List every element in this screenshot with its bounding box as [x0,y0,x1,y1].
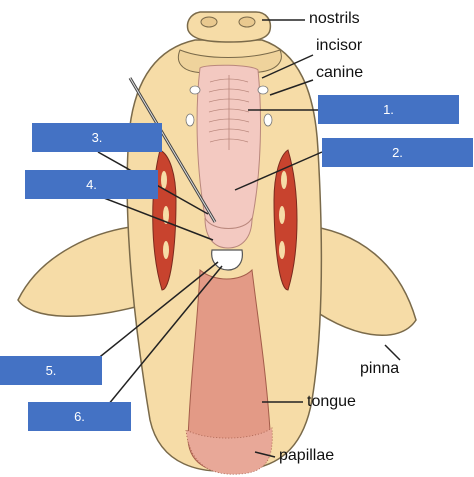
soft-palate-shape [204,217,253,249]
leader-pinna [384,344,401,361]
label-pinna: pinna [360,360,400,377]
snout-shape [186,11,272,43]
answer-box-2[interactable]: 2. [322,138,473,167]
papillae-shape [185,427,273,475]
label-canine: canine [316,64,364,81]
nostril-left-shape [200,16,218,28]
palate-ridges [208,75,250,150]
leader-canine [269,79,314,96]
leader-4 [103,197,214,241]
leader-incisor [261,54,314,79]
label-incisor: incisor [316,37,363,54]
label-nostrils: nostrils [309,10,360,27]
label-papillae: papillae [279,447,335,464]
leader-5 [95,261,219,361]
epiglottis-shape [211,249,243,271]
right-pinna-shape [299,224,417,337]
answer-box-5[interactable]: 5. [0,356,102,385]
answer-box-4[interactable]: 4. [25,170,158,199]
leader-6 [107,265,223,406]
answer-box-3[interactable]: 3. [32,123,162,152]
left-pinna-shape [17,224,161,317]
leader-papillae [254,451,276,458]
answer-box-6[interactable]: 6. [28,402,131,431]
teeth [185,85,273,127]
leader-2 [234,151,323,191]
answer-box-1[interactable]: 1. [318,95,459,124]
muscle-tendons [161,171,287,259]
nostril-right-shape [238,16,256,28]
label-tongue: tongue [307,393,356,410]
